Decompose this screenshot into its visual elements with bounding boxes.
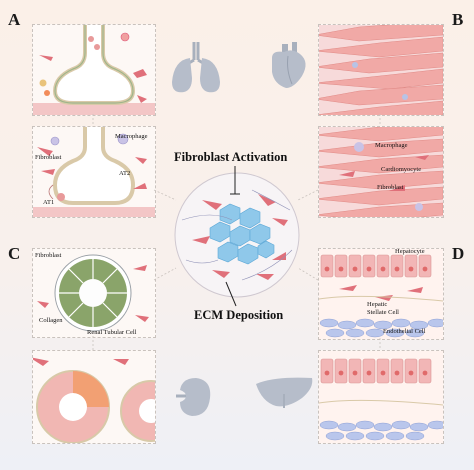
liver-stellate-label-2: Stellate Cell (367, 309, 399, 316)
heart-fibrosis-panel: Macrophage Cardiomyocyte Fibroblast (318, 126, 444, 218)
kidney-tubule-panel: Fibroblast Collagen Renal Tubular Cell (32, 248, 156, 338)
kidney-section-panel (32, 350, 156, 444)
liver-hepatocyte-label: Hepatocyte (395, 248, 425, 255)
lung-alveolus-panel (32, 24, 156, 116)
lung-icon (172, 42, 220, 93)
liver-fibrosis-panel: Hepatocyte Hepatic Stellate Cell Endothe… (318, 248, 444, 340)
kidney-collagen-label: Collagen (39, 317, 63, 324)
liver-icon (256, 377, 313, 408)
liver-stellate-label-1: Hepatic (367, 301, 388, 308)
heart-fibroblast-label: Fibroblast (377, 184, 404, 191)
panel-label-d: D (452, 244, 465, 263)
ecm-deposition-label: ECM Deposition (194, 308, 284, 322)
heart-tissue-panel (318, 24, 444, 116)
liver-endothelial-label: Endothelial Cell (383, 328, 426, 335)
lung-at2-label: AT2 (119, 170, 131, 177)
lung-fibroblast-label: Fibroblast (35, 154, 62, 161)
kidney-fibroblast-label: Fibroblast (35, 252, 62, 259)
panel-label-a: A (8, 10, 21, 29)
liver-healthy-panel (318, 350, 444, 444)
kidney-icon (176, 378, 211, 416)
panel-label-c: C (8, 244, 21, 263)
lung-macrophage-label: Macrophage (115, 133, 148, 140)
lung-at1-label: AT1 (43, 199, 55, 206)
heart-icon (272, 42, 306, 88)
lung-injury-panel: Macrophage Fibroblast AT2 AT1 (32, 126, 156, 218)
fibroblast-activation-label: Fibroblast Activation (174, 150, 288, 164)
kidney-renal-label: Renal Tubular Cell (87, 329, 137, 336)
ecm-center-circle (174, 172, 300, 298)
panel-label-b: B (452, 10, 464, 29)
heart-macrophage-label: Macrophage (375, 142, 408, 149)
heart-cardiomyocyte-label: Cardiomyocyte (381, 166, 422, 173)
